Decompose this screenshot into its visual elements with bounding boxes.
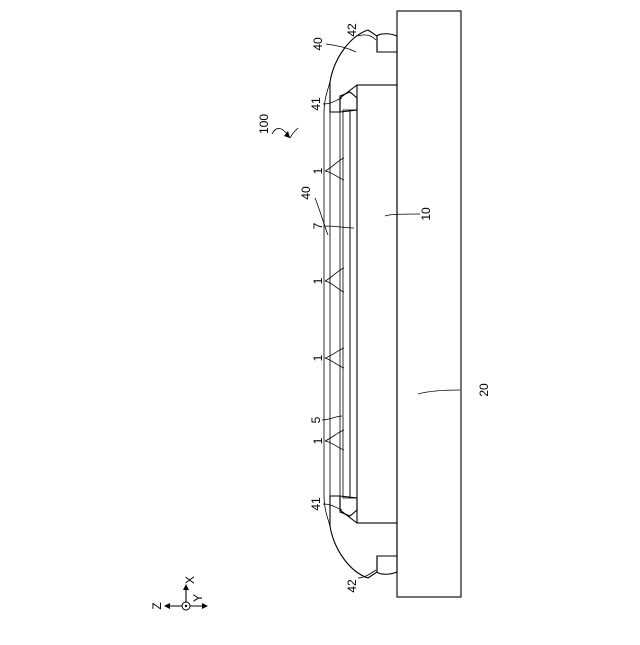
label-1-a: 1 — [311, 167, 325, 174]
seal-42-top — [377, 34, 397, 52]
substrate-20 — [397, 11, 461, 597]
layer-10 — [357, 85, 397, 523]
axis-y-label: Y — [191, 594, 205, 602]
label-1-d: 1 — [311, 437, 325, 444]
label-1-b: 1 — [311, 277, 325, 284]
cover-layer — [324, 82, 330, 526]
thin-layer-stack — [340, 108, 357, 500]
label-42-top: 42 — [345, 23, 359, 37]
label-42-bottom: 42 — [345, 579, 359, 593]
label-5: 5 — [309, 416, 323, 423]
label-10: 10 — [419, 207, 433, 221]
label-41-top: 41 — [309, 97, 323, 111]
label-7: 7 — [311, 222, 325, 229]
leader-lines — [290, 35, 460, 578]
axis-indicator: X Y Z — [150, 576, 208, 610]
label-40-mid: 40 — [299, 186, 313, 200]
label-1-c: 1 — [311, 354, 325, 361]
axis-x-label: X — [183, 576, 197, 584]
reference-labels: 40 42 41 100 1 40 7 10 1 1 20 5 1 41 42 — [257, 23, 491, 593]
label-40-top: 40 — [311, 37, 325, 51]
axis-z-label: Z — [150, 602, 164, 609]
label-100: 100 — [257, 114, 271, 134]
seal-41-top — [340, 92, 357, 112]
label-41-bottom: 41 — [309, 497, 323, 511]
label-20: 20 — [477, 383, 491, 397]
seal-41-bottom — [340, 496, 357, 516]
seal-42-bottom — [377, 556, 397, 574]
